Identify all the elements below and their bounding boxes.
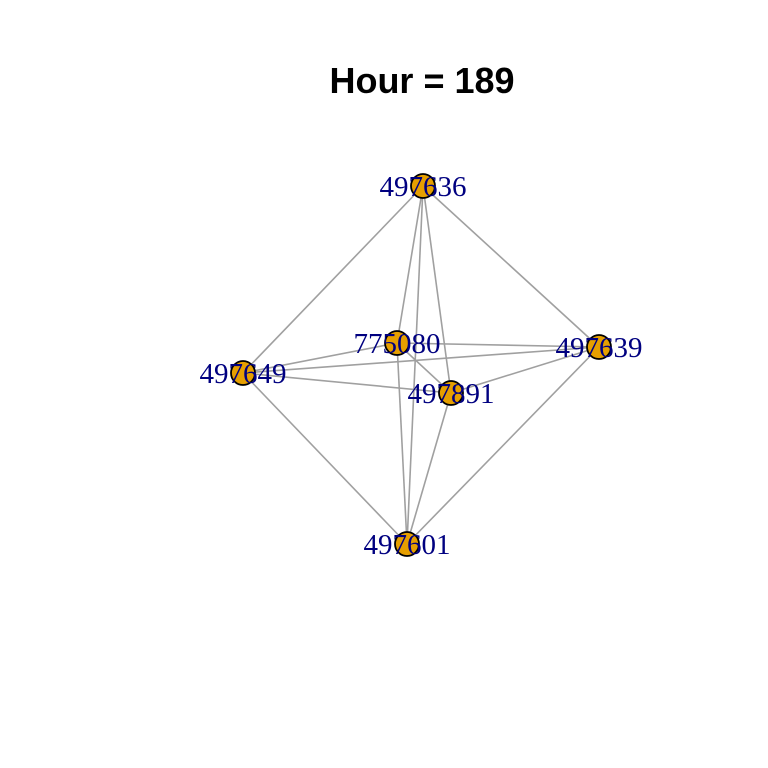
node-497891 bbox=[438, 380, 464, 406]
edge-775080-497639 bbox=[396, 342, 600, 348]
node-label-497649: 497649 bbox=[200, 358, 287, 390]
node-label-497891: 497891 bbox=[408, 378, 495, 410]
node-497649 bbox=[230, 360, 256, 386]
edge-497649-497601 bbox=[242, 372, 408, 545]
node-label-497636: 497636 bbox=[380, 171, 467, 203]
edge-497649-497639 bbox=[242, 346, 600, 374]
edge-497636-775080 bbox=[396, 185, 424, 344]
node-label-497639: 497639 bbox=[556, 332, 643, 364]
edge-497636-497601 bbox=[406, 185, 424, 545]
edges-layer bbox=[242, 185, 600, 545]
node-497639 bbox=[586, 334, 612, 360]
node-497601 bbox=[394, 531, 420, 557]
node-label-497601: 497601 bbox=[364, 529, 451, 561]
edge-497639-497601 bbox=[406, 346, 600, 545]
labels-layer: 497636 775080 497639 497649 497891 497601 bbox=[200, 171, 643, 561]
edge-497636-497639 bbox=[422, 185, 600, 348]
nodes-layer bbox=[230, 173, 612, 557]
edge-497891-497601 bbox=[406, 392, 452, 545]
node-775080 bbox=[384, 330, 410, 356]
node-label-775080: 775080 bbox=[354, 328, 441, 360]
edge-497649-497891 bbox=[242, 372, 452, 394]
edge-775080-497649 bbox=[242, 342, 398, 374]
edge-497639-497891 bbox=[450, 346, 600, 394]
edge-497636-497649 bbox=[242, 185, 424, 374]
edge-775080-497601 bbox=[396, 342, 408, 545]
graph-title: Hour = 189 bbox=[329, 60, 514, 101]
node-497636 bbox=[410, 173, 436, 199]
